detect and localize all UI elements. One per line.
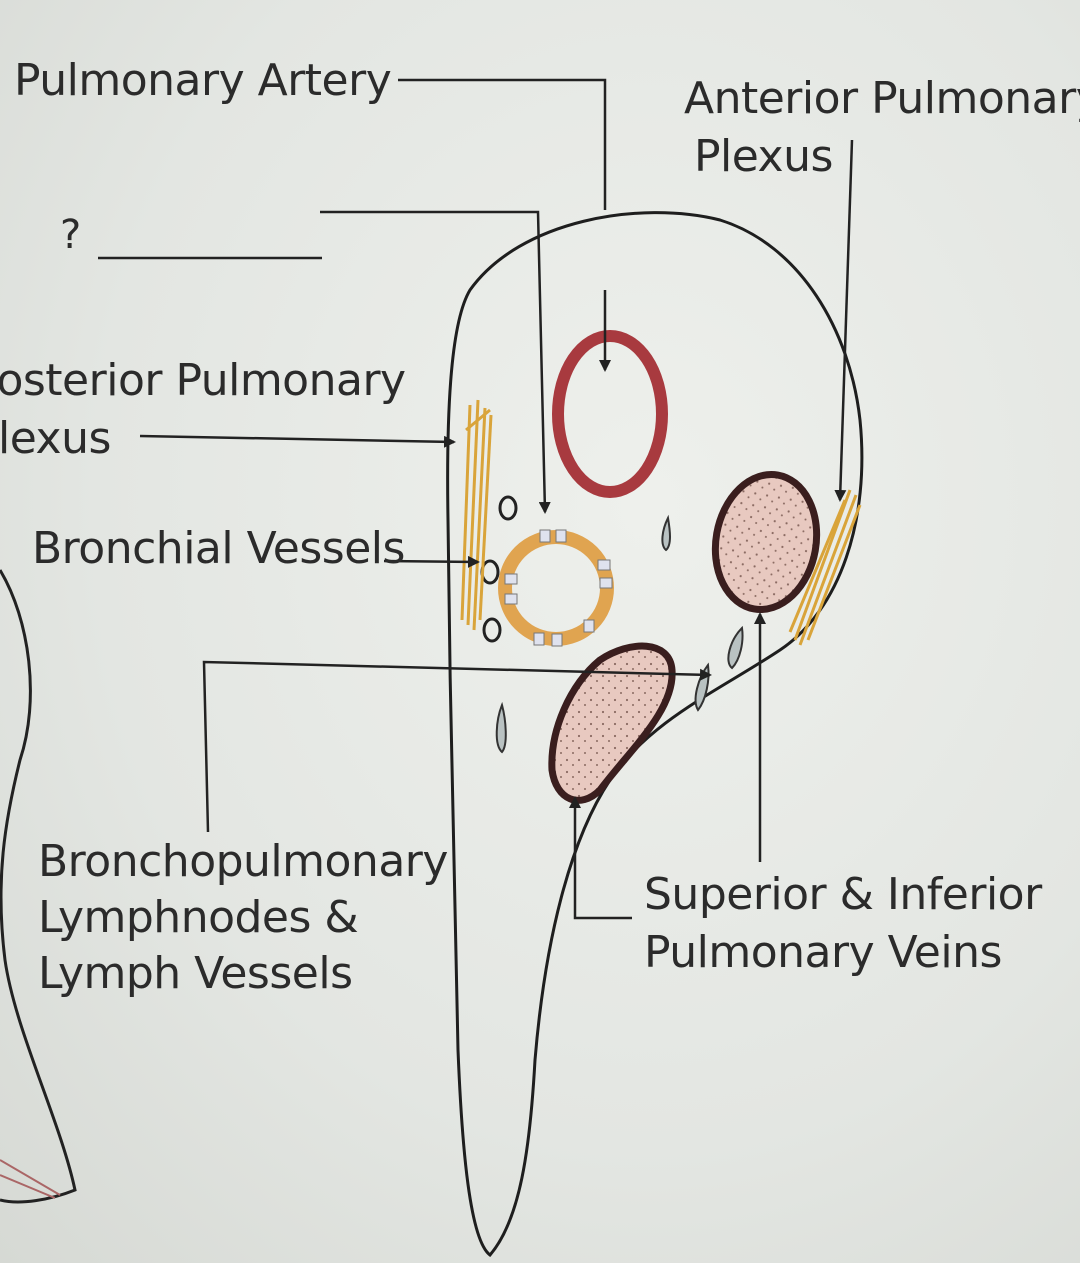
posterior-plexus-line-1: Posterior Pulmonary [0,355,406,406]
lymphnodes-line-2: Lymphnodes & [38,892,359,943]
lymphnodes-leader [202,660,712,833]
superior-pulmonary-vein-shape [711,470,821,614]
veins-leader-inferior [569,796,632,920]
pulmonary-artery-label: Pulmonary Artery [14,55,392,106]
anterior-plexus-line-2: Plexus [694,131,833,182]
anterior-plexus-label: Anterior Pulmonary Plexus [684,70,1080,186]
lymphnodes-line-1: Bronchopulmonary [38,836,448,887]
pulmonary-veins-line-1: Superior & Inferior [644,869,1042,920]
lymphnodes-line-3: Lymph Vessels [38,948,353,999]
pulmonary-veins-label: Superior & Inferior Pulmonary Veins [644,866,1042,982]
anterior-plexus-leader [834,139,854,502]
lung-root-outline [446,211,864,1258]
bronchus-cartilage [504,529,613,647]
bronchial-vessels-leader [383,555,480,568]
pulmonary-artery-leader [398,78,607,210]
posterior-plexus-shape [460,399,493,631]
anterior-plexus-shape [788,489,862,646]
lymphnodes-label: Bronchopulmonary Lymphnodes & Lymph Vess… [38,834,448,1002]
unknown-leader [320,210,551,514]
adjacent-structure-outline [0,569,77,1204]
inferior-pulmonary-vein-shape [548,642,676,804]
unknown-label: ? [60,212,81,258]
pulmonary-veins-line-2: Pulmonary Veins [644,927,1002,978]
anterior-plexus-line-1: Anterior Pulmonary [684,73,1080,124]
pulmonary-artery-shape [552,330,668,498]
bronchial-vessels-label: Bronchial Vessels [32,523,405,574]
posterior-plexus-label: Posterior Pulmonary Plexus [0,352,406,468]
posterior-plexus-leader [139,434,456,448]
posterior-plexus-line-2: Plexus [0,413,111,464]
